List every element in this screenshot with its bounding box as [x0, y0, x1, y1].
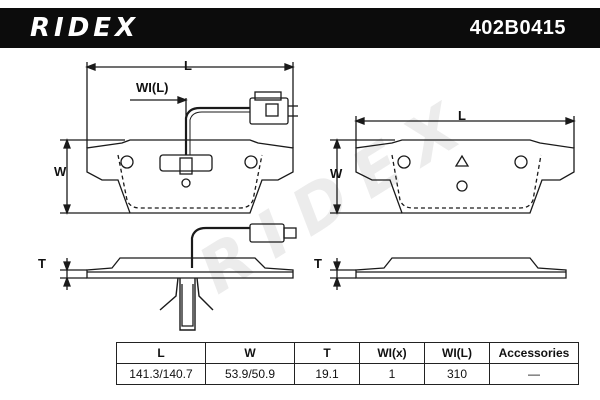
left-pad-outline: [86, 139, 294, 214]
col-header-l: L: [116, 342, 206, 364]
brand-logo: RIDEX: [30, 13, 140, 43]
col-header-accessories: Accessories: [489, 342, 579, 364]
spec-table-header-row: L W T WI(x) WI(L) Accessories: [116, 342, 579, 364]
table-row: 141.3/140.7 53.9/50.9 19.1 1 310 —: [116, 363, 579, 385]
left-pad-side: [86, 257, 294, 279]
dim-label-sensor-length: WI(L): [136, 80, 169, 95]
sensor-connector: [249, 97, 289, 125]
cell-t: 19.1: [294, 363, 360, 385]
right-pad-outline: [355, 139, 575, 214]
right-pad-side: [355, 257, 567, 279]
dim-label-left-length: L: [184, 58, 192, 73]
col-header-wi-x: WI(x): [359, 342, 425, 364]
right-pad-hole-left: [397, 155, 411, 169]
cell-l: 141.3/140.7: [116, 363, 206, 385]
left-pad-hole-left: [120, 155, 134, 169]
cell-w: 53.9/50.9: [205, 363, 295, 385]
spring-clip: [159, 277, 214, 331]
spec-table: L W T WI(x) WI(L) Accessories 141.3/140.…: [116, 342, 579, 385]
dim-label-right-length: L: [458, 108, 466, 123]
cell-wi-x: 1: [359, 363, 425, 385]
left-pad-inner: [117, 154, 263, 209]
dim-label-left-width: W: [54, 164, 67, 179]
part-number: 402B0415: [469, 17, 566, 39]
dim-label-left-thickness: T: [38, 256, 46, 271]
col-header-w: W: [205, 342, 295, 364]
dim-label-right-width: W: [330, 166, 343, 181]
cell-accessories: —: [489, 363, 579, 385]
right-pad-hole-right: [514, 155, 528, 169]
col-header-t: T: [294, 342, 360, 364]
header-bar: RIDEX 402B0415: [0, 8, 600, 48]
sensor-wire: [184, 106, 250, 155]
cell-wi-l: 310: [424, 363, 490, 385]
right-pad-inner: [391, 154, 542, 209]
col-header-wi-l: WI(L): [424, 342, 490, 364]
left-pad-hole-right: [244, 155, 258, 169]
technical-drawing: RIDEX: [60, 62, 576, 331]
dim-label-right-thickness: T: [314, 256, 322, 271]
